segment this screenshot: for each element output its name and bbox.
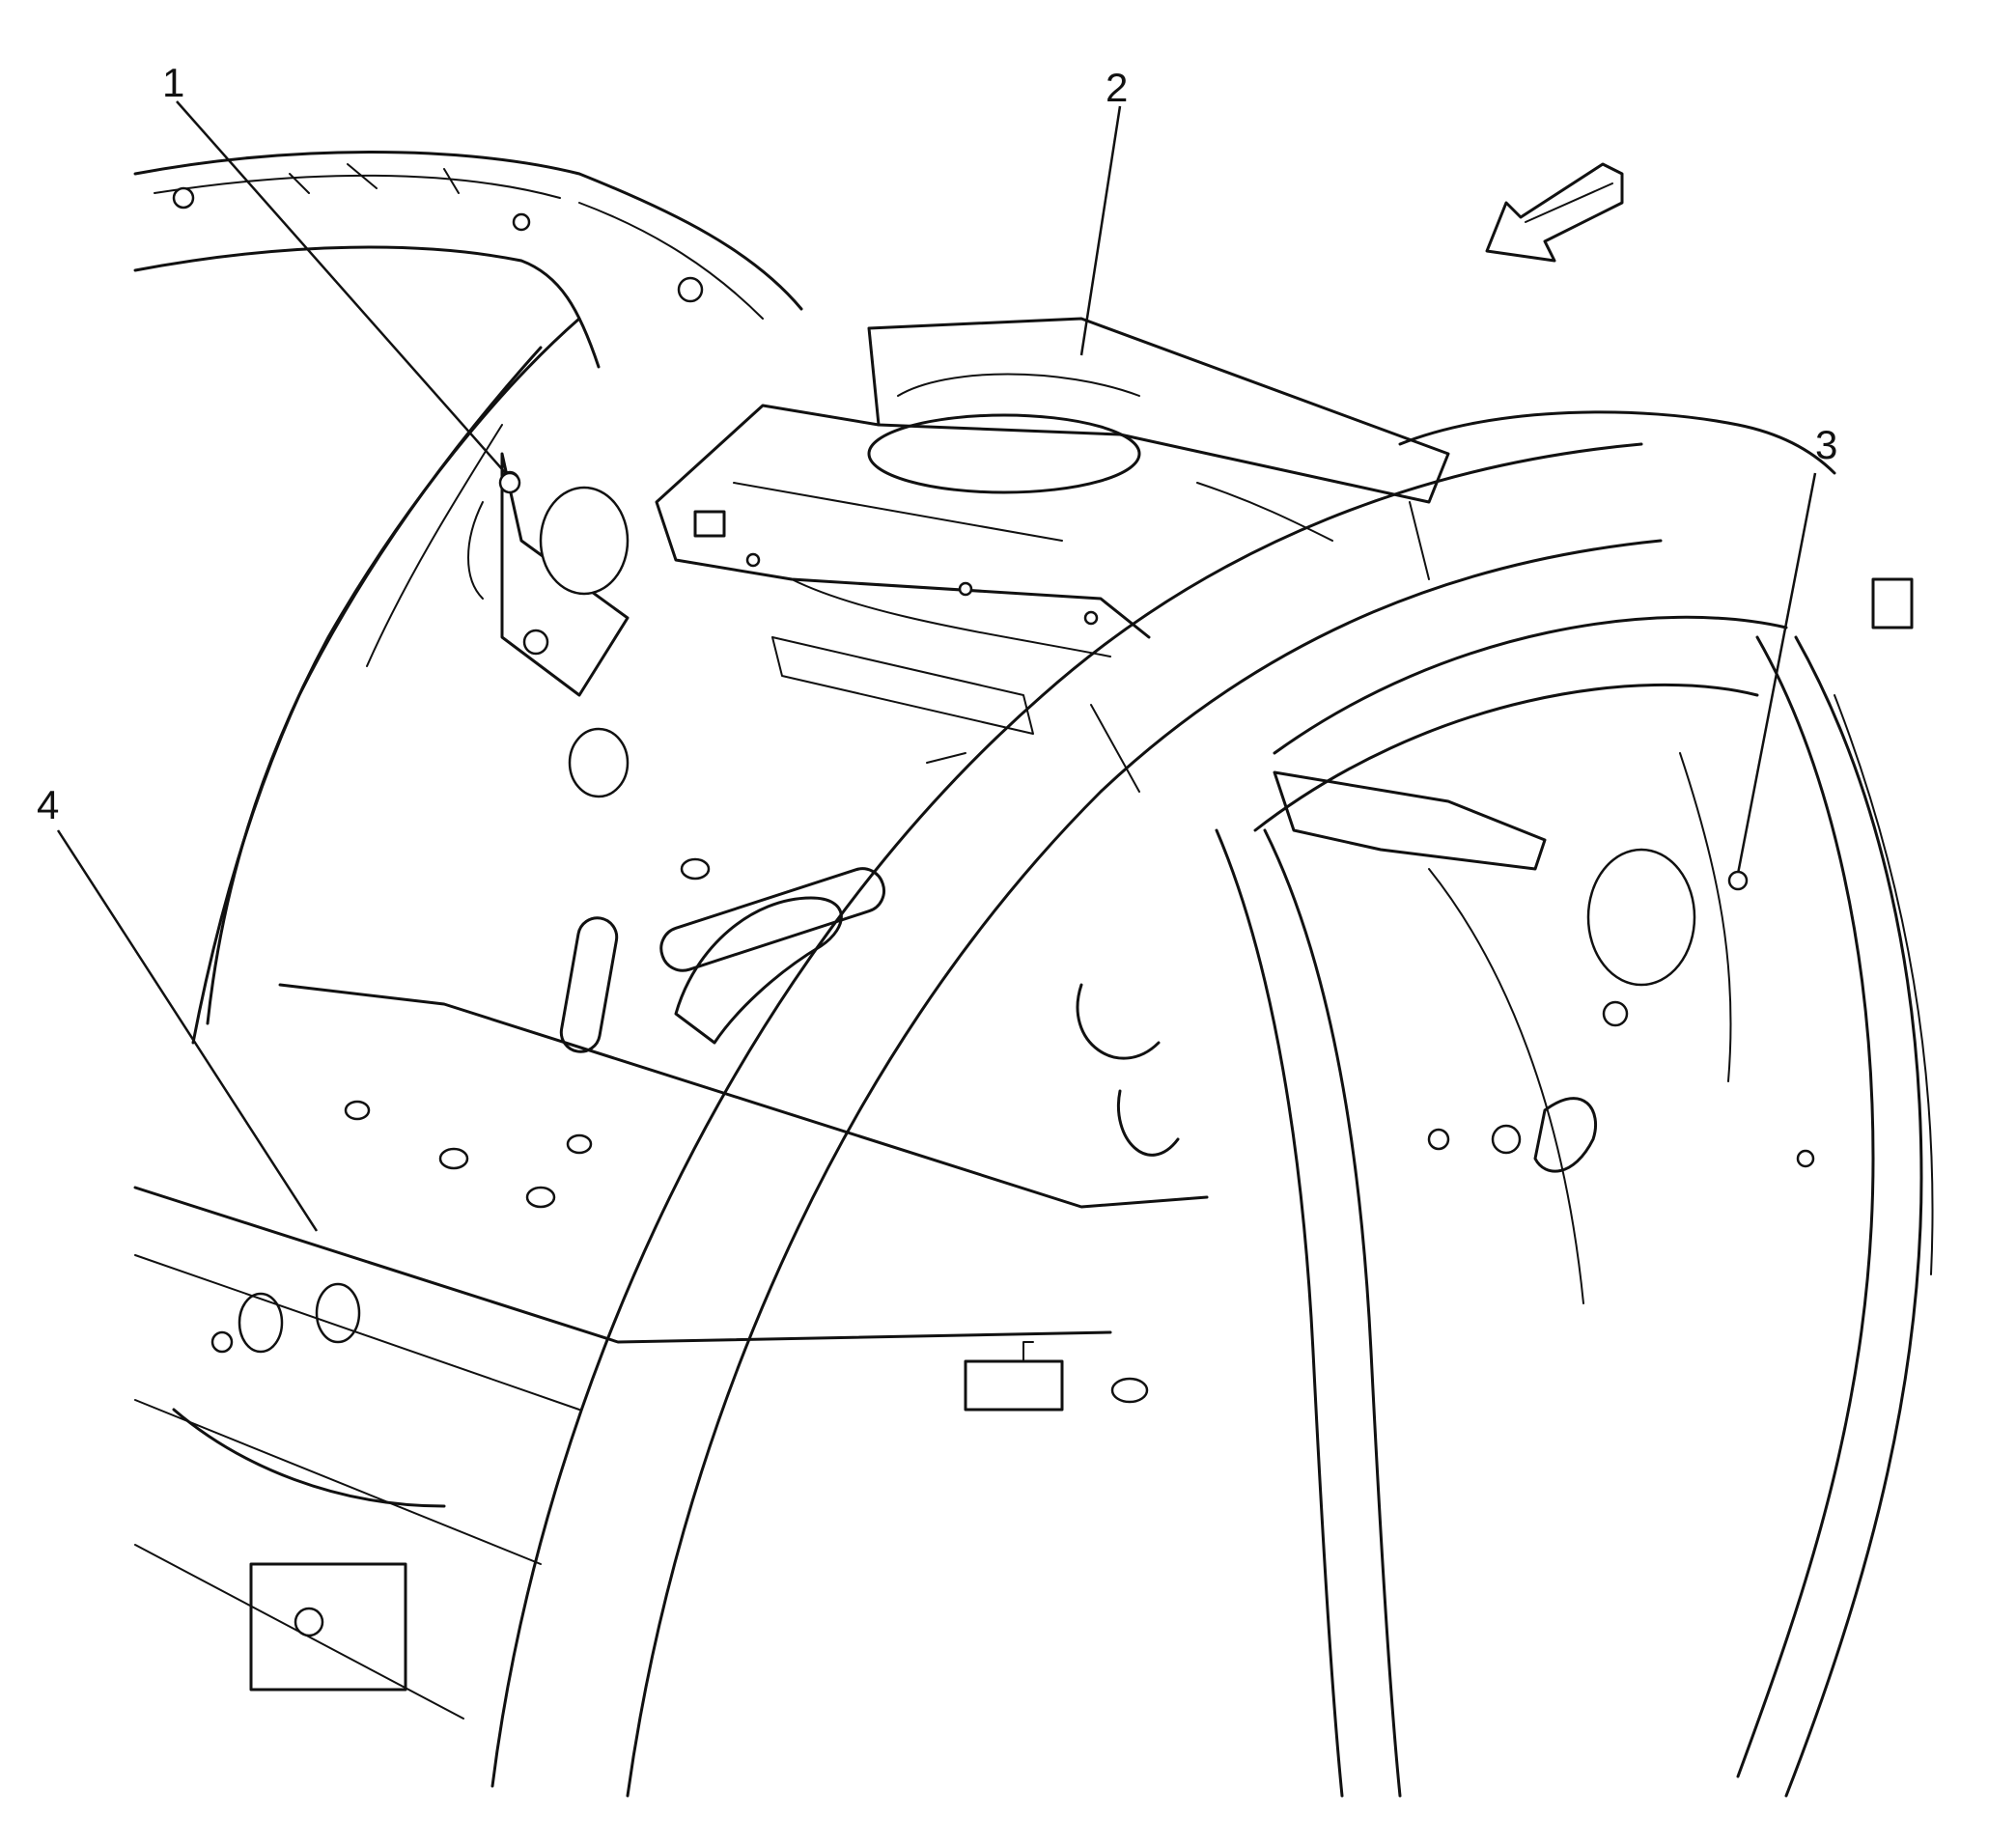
rear-package-shelf [655, 317, 1450, 657]
callout-1-label: 1 [162, 60, 184, 105]
rear-floor-pan [133, 636, 1209, 1720]
center-reinforcement-arch [490, 410, 1836, 1798]
callout-4-label: 4 [37, 782, 59, 827]
callout-3-target [1727, 870, 1749, 891]
upper-body-structure [133, 151, 803, 369]
callout-leaders [56, 100, 1817, 1232]
callout-1-target [498, 471, 521, 494]
left-quarter-panel [191, 317, 630, 1045]
forward-direction-arrow-icon [1485, 162, 1624, 263]
right-quarter-structure [964, 577, 1934, 1798]
callout-2-label: 2 [1106, 65, 1128, 110]
callout-3-label: 3 [1815, 422, 1837, 467]
